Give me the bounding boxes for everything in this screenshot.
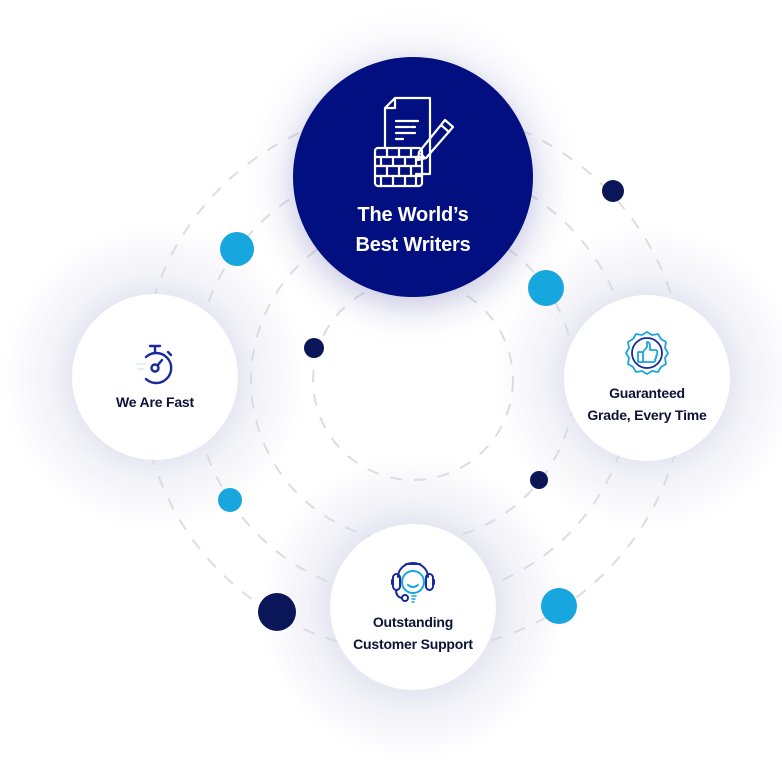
- orbit-dot-dark: [258, 593, 296, 631]
- orbit-dot-light: [218, 488, 242, 512]
- node-label: Outstanding Customer Support: [353, 611, 473, 655]
- stopwatch-icon: [136, 344, 173, 385]
- node-guaranteed-grade: Guaranteed Grade, Every Time: [564, 295, 730, 461]
- node-label-line-1: We Are Fast: [116, 394, 194, 410]
- benefits-diagram: The World’s Best Writers We Are Fast Gua…: [0, 7, 782, 762]
- node-label-line-2: Grade, Every Time: [587, 407, 707, 423]
- node-label-line-1: Guaranteed: [609, 385, 685, 401]
- headset-agent-icon: [391, 562, 435, 603]
- node-customer-support: Outstanding Customer Support: [330, 524, 496, 690]
- orbit-ring-1: [312, 279, 514, 481]
- orbit-dot-dark: [304, 338, 324, 358]
- orbit-dot-light: [541, 588, 577, 624]
- orbit-dot-light: [220, 232, 254, 266]
- node-best-writers: The World’s Best Writers: [293, 57, 533, 297]
- node-label-line-2: Customer Support: [353, 636, 473, 652]
- node-label-line-2: Best Writers: [355, 234, 471, 256]
- node-label: Guaranteed Grade, Every Time: [587, 382, 707, 426]
- orbit-dot-dark: [530, 471, 548, 489]
- orbit-dot-dark: [602, 180, 624, 202]
- node-label-line-1: Outstanding: [372, 614, 454, 630]
- node-we-are-fast: We Are Fast: [72, 294, 238, 460]
- node-label: We Are Fast: [116, 391, 194, 413]
- node-label-line-1: The World’s: [357, 204, 469, 226]
- node-label: The World’s Best Writers: [355, 200, 470, 260]
- thumbs-up-badge-icon: [625, 331, 669, 375]
- orbit-dot-light: [528, 270, 564, 306]
- document-pencil-wall-icon: [373, 96, 455, 188]
